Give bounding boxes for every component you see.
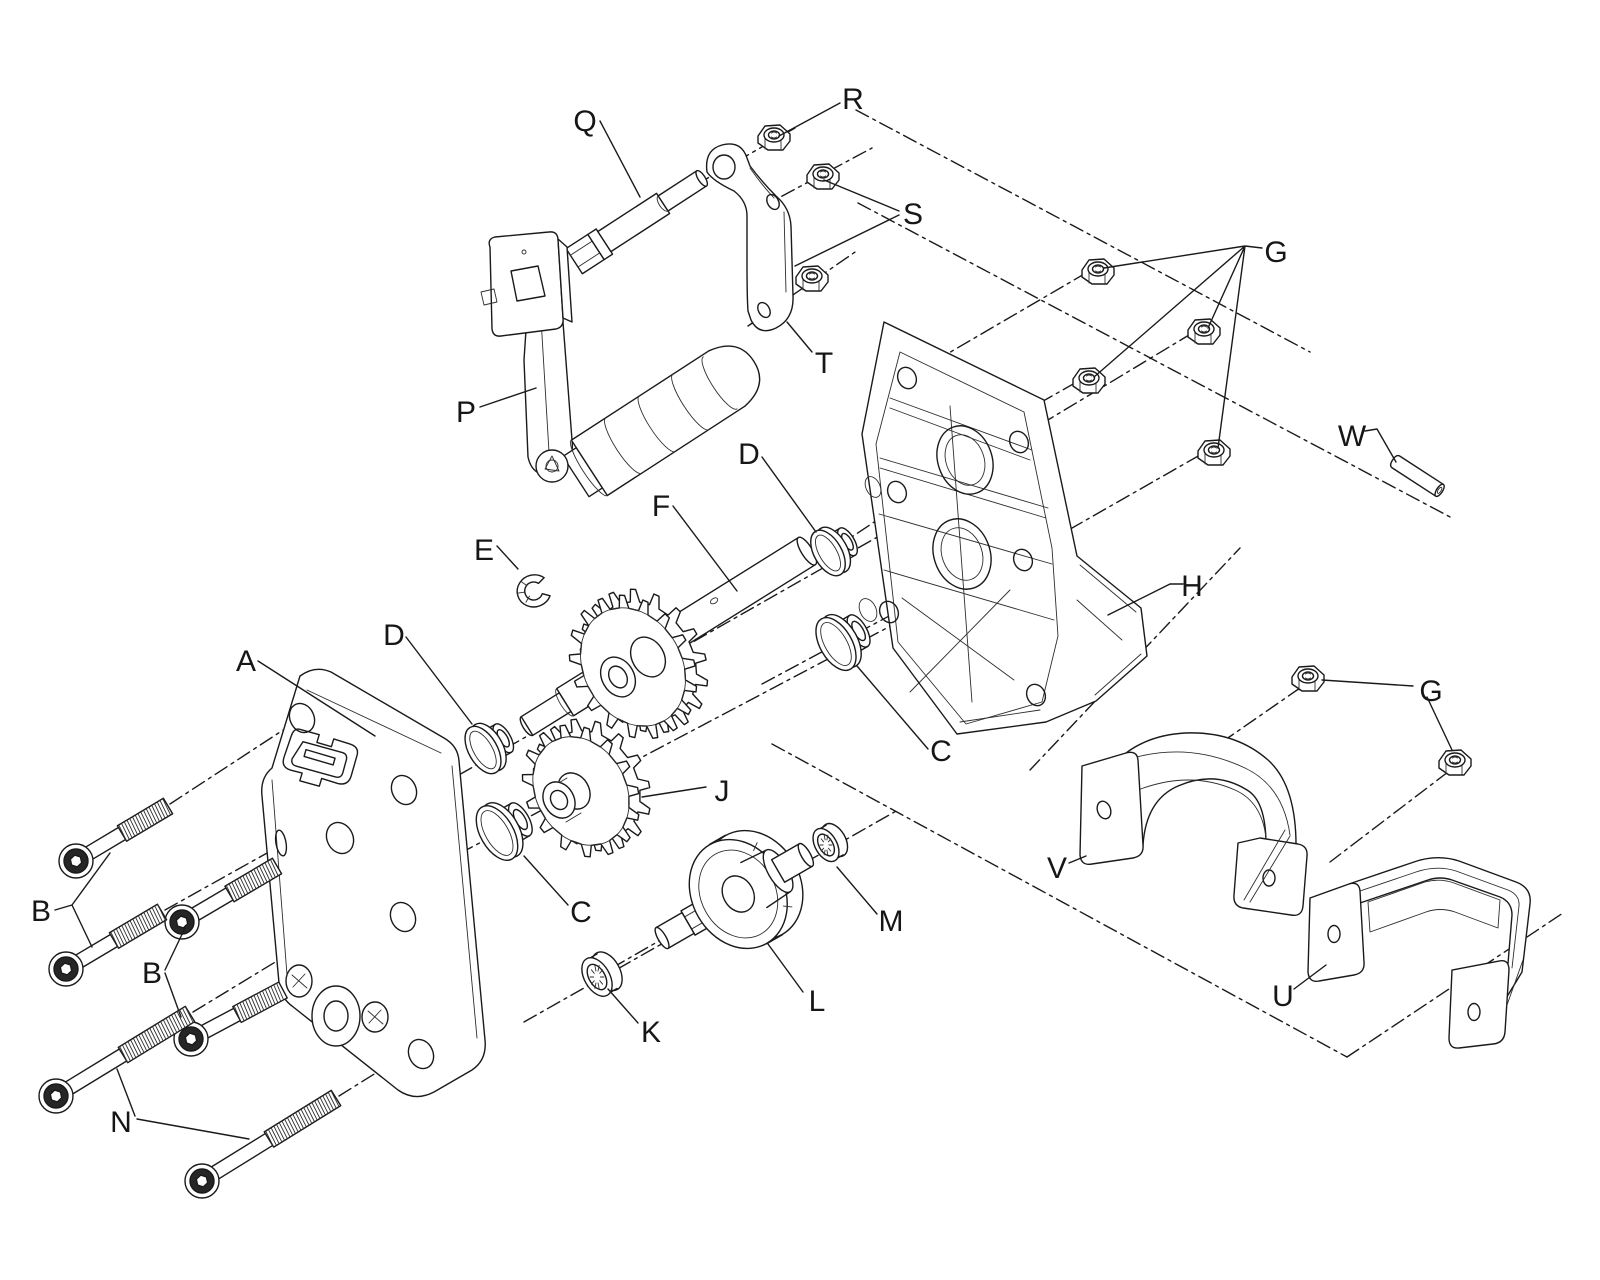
- part-label-f: F: [652, 490, 670, 523]
- part-labels: Q R S T G G W H P D D E F C C J A B B N …: [31, 83, 1443, 1139]
- part-label-c1: C: [570, 896, 592, 929]
- flanged-bushing: [464, 722, 515, 775]
- handle-grip: [562, 345, 761, 498]
- brand-logo: [282, 728, 359, 787]
- cap-screw: [38, 1005, 196, 1114]
- hex-nut: [1197, 439, 1231, 466]
- hex-nut: [1291, 665, 1325, 692]
- flanged-bushing: [475, 802, 533, 861]
- part-label-k: K: [641, 1016, 661, 1049]
- needle-bearing: [812, 822, 849, 863]
- cover-plate: [261, 668, 486, 1098]
- part-label-j: J: [715, 775, 730, 808]
- hex-nut: [795, 265, 829, 292]
- part-label-h: H: [1181, 570, 1203, 603]
- flanged-bushing: [810, 526, 859, 577]
- part-label-b1: B: [31, 895, 51, 928]
- hex-nut: [1081, 258, 1115, 285]
- roll-pin: [1389, 454, 1445, 498]
- cap-screws: [38, 797, 342, 1199]
- needle-bearings: [581, 822, 849, 997]
- c-clamp: [1307, 857, 1531, 1049]
- cap-screw: [48, 903, 168, 987]
- winch-drum: [654, 829, 815, 950]
- gear-cluster: [521, 588, 709, 858]
- handle-pivot-bolt: [565, 169, 709, 275]
- leader-lines: [54, 102, 1453, 1140]
- shaft-bushings: [464, 526, 871, 861]
- frame-bracket: [858, 321, 1148, 735]
- hex-nut: [757, 124, 791, 151]
- part-label-a: A: [236, 645, 256, 678]
- saddle-clamp: [1079, 732, 1308, 916]
- part-label-l: L: [809, 985, 826, 1018]
- part-label-m: M: [879, 905, 904, 938]
- part-label-q: Q: [573, 105, 596, 138]
- hex-nut: [1187, 318, 1221, 345]
- needle-bearing: [581, 951, 623, 997]
- part-label-d2: D: [738, 438, 760, 471]
- part-label-g2: G: [1419, 675, 1442, 708]
- crank-handle: [480, 231, 761, 498]
- part-label-g1: G: [1264, 236, 1287, 269]
- parts: [38, 124, 1531, 1199]
- part-label-w: W: [1338, 420, 1367, 453]
- cap-screw: [184, 1089, 342, 1199]
- part-label-e: E: [474, 534, 494, 567]
- hex-nut: [806, 163, 840, 190]
- mount-strap: [705, 143, 794, 332]
- part-label-v: V: [1047, 852, 1067, 885]
- part-label-t: T: [815, 347, 833, 380]
- cap-screw: [164, 857, 283, 940]
- flanged-bushing: [815, 613, 871, 672]
- part-label-r: R: [842, 83, 864, 116]
- part-label-b2: B: [142, 957, 162, 990]
- part-label-n: N: [110, 1106, 132, 1139]
- part-label-p: P: [456, 396, 476, 429]
- cap-screw: [58, 797, 174, 879]
- part-label-d1: D: [383, 619, 405, 652]
- part-label-s: S: [903, 198, 923, 231]
- part-label-u: U: [1272, 980, 1294, 1013]
- part-label-c2: C: [930, 735, 952, 768]
- retaining-e-clip: [516, 574, 551, 608]
- hex-nut: [1438, 749, 1472, 776]
